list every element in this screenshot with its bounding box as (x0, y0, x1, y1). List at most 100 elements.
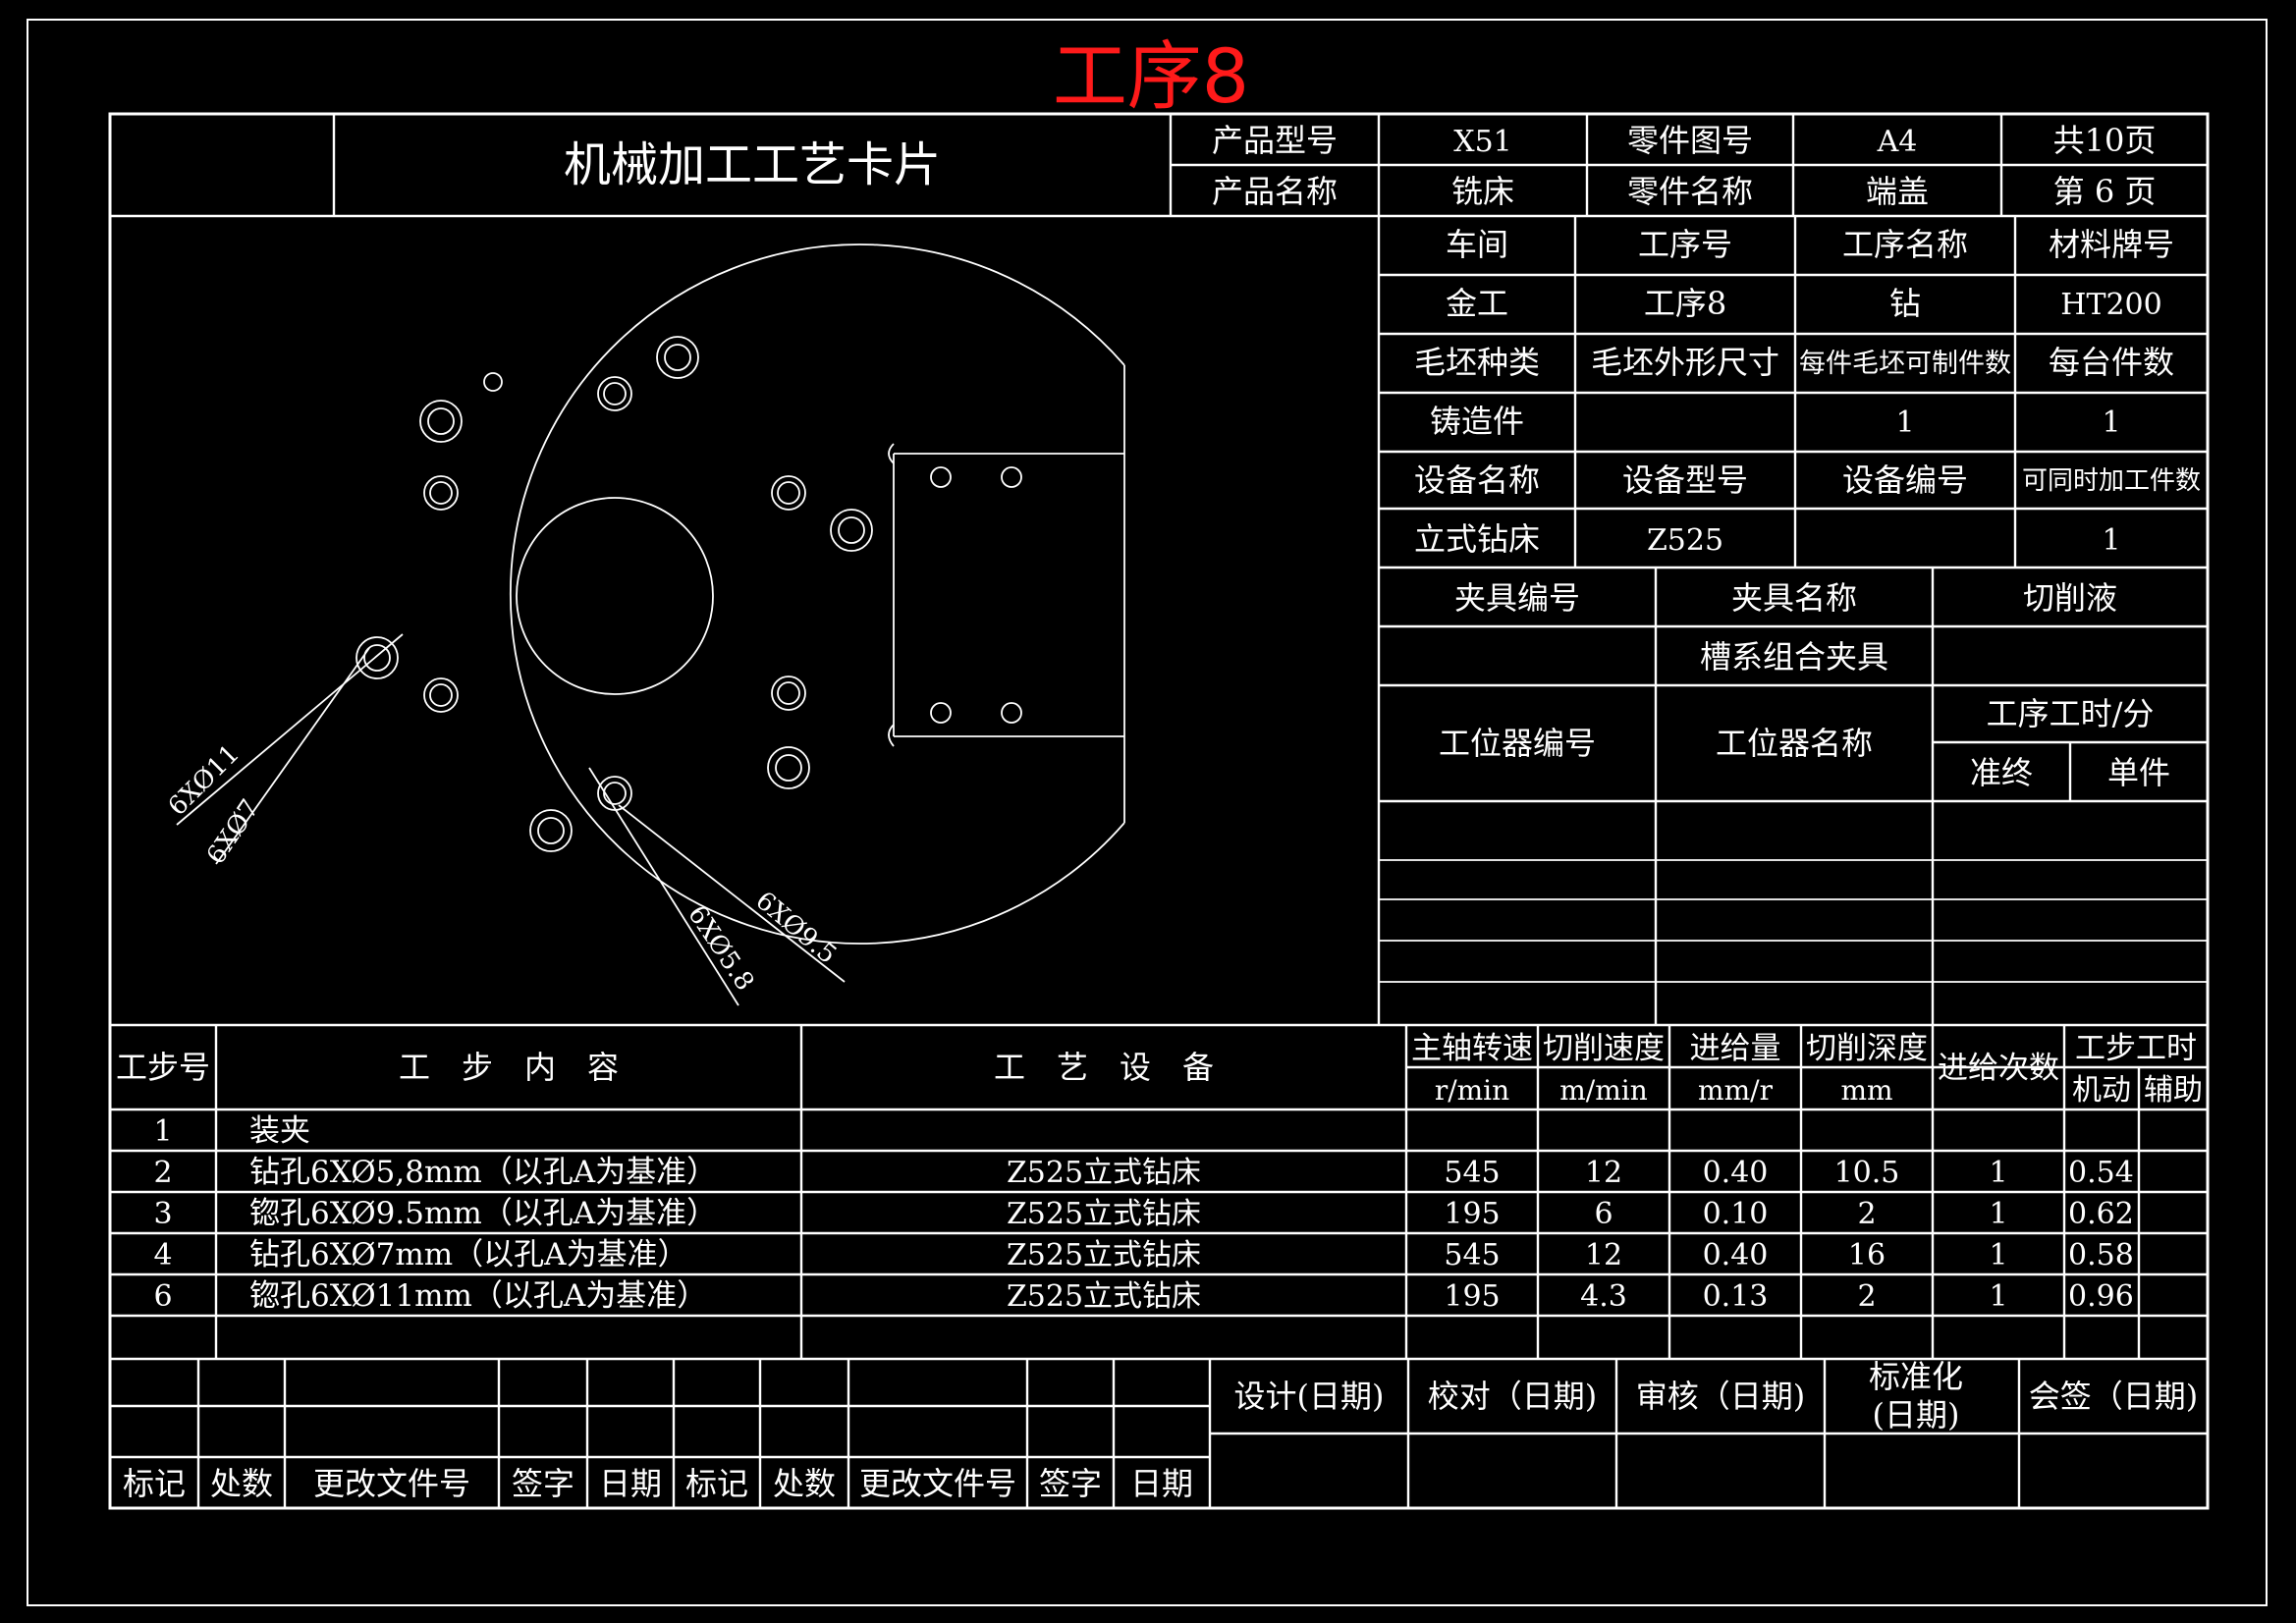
fixture-no-label: 夹具编号 (1454, 579, 1580, 617)
steps-u-vc: m/min (1559, 1074, 1648, 1107)
step-no: 2 (153, 1156, 172, 1190)
step-cutting-speed: 12 (1585, 1156, 1622, 1190)
step-equipment: Z525立式钻床 (1007, 1238, 1201, 1272)
step-content: 装夹 (249, 1113, 310, 1149)
rev-sign-label: 签字 (1039, 1465, 1102, 1502)
step-equipment: Z525立式钻床 (1007, 1279, 1201, 1314)
product-model-label: 产品型号 (1212, 122, 1338, 159)
material: HT200 (2060, 288, 2161, 322)
blank-size-label: 毛坯外形尺寸 (1591, 344, 1779, 381)
counterbore-hole (529, 809, 573, 852)
counterbore-hole (355, 636, 399, 679)
rev-mark-label: 标记 (685, 1465, 748, 1502)
hole-circle (930, 702, 952, 724)
sheet-heading: 工序8 (1053, 32, 1249, 120)
info-grid (1377, 216, 2208, 1025)
step-depth: 2 (1857, 1197, 1876, 1231)
material-label: 材料牌号 (2049, 226, 2174, 263)
rev-date-label: 日期 (599, 1465, 662, 1502)
callout-ø7: 6XØ7 (201, 794, 265, 870)
standardization-label: 标准化 (1869, 1358, 1963, 1395)
part-name: 端盖 (1866, 173, 1929, 210)
counterbore-hole (771, 475, 806, 511)
unit-label: 单件 (2107, 754, 2170, 791)
step-passes: 1 (1989, 1197, 2007, 1231)
counterbore-hole (597, 376, 632, 411)
step-spindle-speed: 195 (1444, 1197, 1500, 1231)
countersign-date-label: 会签（日期) (2029, 1378, 2199, 1415)
workshop: 金工 (1446, 285, 1508, 322)
part-name-label: 零件名称 (1627, 173, 1753, 210)
steps-h-depth: 切削深度 (1806, 1031, 1928, 1066)
rev-count-label: 处数 (773, 1465, 836, 1502)
steps-h-passes: 进给次数 (1938, 1051, 2059, 1086)
step-machine-time: 0.62 (2068, 1197, 2134, 1231)
steps-h-speed: 主轴转速 (1411, 1031, 1533, 1066)
step-equipment: Z525立式钻床 (1007, 1197, 1201, 1231)
simul: 1 (2102, 523, 2120, 558)
step-content: 钻孔6XØ7mm（以孔A为基准） (249, 1237, 688, 1272)
product-name: 铣床 (1451, 173, 1514, 210)
step-spindle-speed: 545 (1444, 1238, 1500, 1272)
step-content: 锪孔6XØ9.5mm（以孔A为基准） (249, 1196, 717, 1231)
card-border (108, 112, 2210, 1510)
counterbore-hole (419, 400, 463, 443)
step-cutting-speed: 4.3 (1580, 1279, 1627, 1314)
station-no-label: 工位器编号 (1439, 725, 1596, 762)
simul-label: 可同时加工件数 (2022, 466, 2201, 496)
steps-h-aux: 辅助 (2144, 1073, 2203, 1108)
rev-sign-label: 签字 (512, 1465, 574, 1502)
rev-mark-label: 标记 (123, 1465, 186, 1502)
part-drawing-no: A4 (1877, 125, 1918, 159)
leader-lines (176, 633, 846, 1006)
steps-table-grid (110, 1023, 2208, 1361)
hole-circle (1001, 466, 1022, 488)
step-cutting-speed: 6 (1594, 1197, 1613, 1231)
rev-count-label: 处数 (210, 1465, 273, 1502)
equip-model-label: 设备型号 (1622, 461, 1748, 499)
steps-u-feed: mm/r (1698, 1074, 1774, 1107)
step-content: 锪孔6XØ11mm（以孔A为基准） (249, 1278, 707, 1314)
blank-type: 铸造件 (1430, 403, 1524, 440)
blank-type-label: 毛坯种类 (1414, 344, 1540, 381)
per-blank-label: 每件毛坯可制件数 (1799, 349, 2011, 379)
step-feed: 0.10 (1703, 1197, 1769, 1231)
rev-doc-label: 更改文件号 (859, 1465, 1016, 1502)
step-equipment: Z525立式钻床 (1007, 1156, 1201, 1190)
op-name: 钻 (1889, 285, 1921, 322)
steps-h-vc: 切削速度 (1543, 1031, 1665, 1066)
step-passes: 1 (1989, 1238, 2007, 1272)
coolant-label: 切削液 (2023, 579, 2117, 617)
equip-model: Z525 (1647, 523, 1723, 558)
per-unit-label: 每台件数 (2049, 344, 2174, 381)
step-no: 4 (153, 1238, 172, 1272)
steps-h-no: 工步号 (116, 1049, 210, 1086)
op-no-label: 工序号 (1638, 226, 1732, 263)
step-cutting-speed: 12 (1585, 1238, 1622, 1272)
table-row: 1 装夹 (153, 1113, 310, 1149)
equip-name: 立式钻床 (1414, 520, 1540, 558)
review-date-label: 审核（日期) (1636, 1378, 1806, 1415)
callout-ø9.5: 6XØ9.5 (750, 886, 843, 970)
equip-name-label: 设备名称 (1414, 461, 1540, 499)
hole-circle (1001, 702, 1022, 724)
step-passes: 1 (1989, 1279, 2007, 1314)
design-date-label: 设计(日期) (1234, 1378, 1385, 1415)
steps-h-feed: 进给量 (1690, 1031, 1781, 1066)
counterbore-hole (767, 746, 810, 789)
step-no: 1 (153, 1114, 172, 1149)
page-no: 第 6 页 (2053, 173, 2157, 210)
per-unit: 1 (2102, 406, 2120, 440)
step-feed: 0.40 (1703, 1238, 1769, 1272)
part-drawing-no-label: 零件图号 (1627, 122, 1753, 159)
step-depth: 10.5 (1834, 1156, 1900, 1190)
standardization-date-label: (日期) (1873, 1396, 1960, 1434)
op-time-label: 工序工时/分 (1987, 695, 2155, 732)
hole-circle (483, 372, 503, 392)
card-title: 机械加工工艺卡片 (564, 137, 941, 192)
total-pages: 共10页 (2053, 122, 2157, 159)
